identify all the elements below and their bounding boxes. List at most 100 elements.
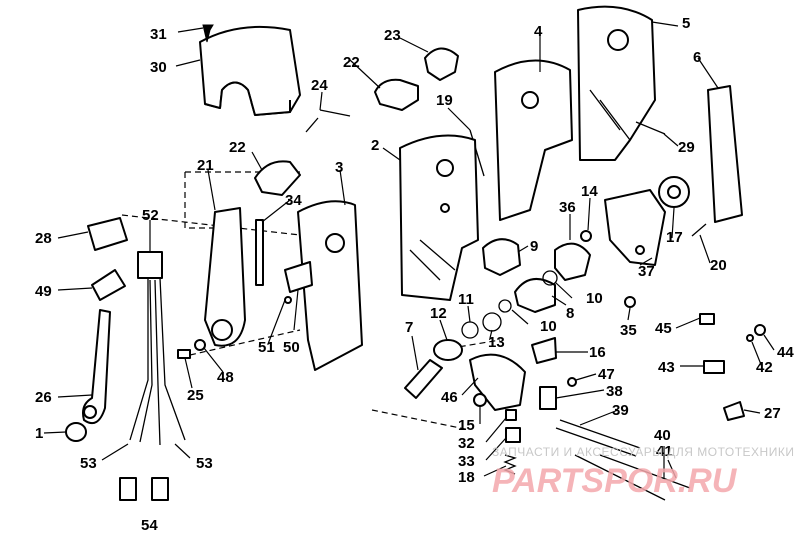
callout-42: 42 bbox=[756, 359, 773, 376]
part-46-plate bbox=[469, 353, 526, 411]
part-1-disc bbox=[65, 422, 87, 442]
callout-52: 52 bbox=[142, 207, 159, 224]
part-31-screw bbox=[202, 24, 214, 43]
callout-44: 44 bbox=[777, 344, 794, 361]
part-21-control-handle bbox=[204, 207, 246, 347]
part-44-nut bbox=[754, 324, 766, 336]
callout-3: 3 bbox=[335, 159, 343, 176]
callout-7: 7 bbox=[405, 319, 413, 336]
part-19-screw bbox=[469, 129, 485, 177]
part-18-spring bbox=[503, 454, 517, 475]
callout-17: 17 bbox=[666, 229, 683, 246]
part-2-housing bbox=[399, 134, 479, 301]
part-10-rings bbox=[498, 270, 558, 313]
callout-21: 21 bbox=[197, 157, 214, 174]
part-39-cable bbox=[555, 419, 641, 457]
part-45-plug bbox=[699, 313, 715, 325]
part-24-screws bbox=[305, 109, 351, 133]
callout-22b: 22 bbox=[229, 139, 246, 156]
callout-51: 51 bbox=[258, 339, 275, 356]
callout-19: 19 bbox=[436, 92, 453, 109]
callout-9: 9 bbox=[530, 238, 538, 255]
part-48-washer bbox=[194, 339, 206, 351]
callout-36: 36 bbox=[559, 199, 576, 216]
part-7-shaft bbox=[404, 359, 443, 399]
callout-15: 15 bbox=[458, 417, 475, 434]
part-22-cap-lower bbox=[254, 160, 301, 196]
part-38-switch bbox=[539, 386, 557, 410]
callout-35: 35 bbox=[620, 322, 637, 339]
callout-8: 8 bbox=[566, 305, 574, 322]
callout-46: 46 bbox=[441, 389, 458, 406]
part-49-clip bbox=[91, 269, 126, 301]
callout-23: 23 bbox=[384, 27, 401, 44]
assembly-guide-left-2 bbox=[121, 214, 301, 356]
callout-2: 2 bbox=[371, 137, 379, 154]
leader-lines bbox=[43, 21, 775, 479]
callout-20: 20 bbox=[710, 257, 727, 274]
callout-50: 50 bbox=[283, 339, 300, 356]
callout-16: 16 bbox=[589, 344, 606, 361]
callout-6: 6 bbox=[693, 49, 701, 66]
callout-10b: 10 bbox=[540, 318, 557, 335]
part-37-link bbox=[604, 189, 666, 266]
part-29-bolt bbox=[635, 121, 666, 135]
part-51-pin bbox=[284, 296, 292, 304]
part-41-cable bbox=[599, 454, 691, 489]
callout-11: 11 bbox=[458, 291, 474, 308]
part-9-cam bbox=[482, 238, 521, 276]
part-26-arm bbox=[82, 309, 111, 424]
part-11-ring bbox=[461, 321, 479, 339]
callout-48: 48 bbox=[217, 369, 234, 386]
callout-41: 41 bbox=[656, 443, 673, 460]
part-40-cable bbox=[574, 454, 666, 501]
callout-22: 22 bbox=[343, 54, 360, 71]
part-36-gear bbox=[554, 242, 591, 281]
part-3-housing bbox=[297, 200, 363, 371]
part-4-housing bbox=[494, 59, 573, 221]
callout-33: 33 bbox=[458, 453, 475, 470]
part-5-housing bbox=[577, 5, 656, 161]
callout-53b: 53 bbox=[196, 455, 213, 472]
part-47-nut bbox=[567, 377, 577, 387]
part-6-plate bbox=[707, 85, 743, 223]
part-17-assembly bbox=[658, 176, 690, 208]
callout-24: 24 bbox=[311, 77, 328, 94]
part-42-washer bbox=[746, 334, 754, 342]
callout-30: 30 bbox=[150, 59, 167, 76]
part-8-cam bbox=[514, 277, 556, 313]
callout-27: 27 bbox=[764, 405, 781, 422]
part-33-bracket bbox=[505, 427, 521, 443]
callout-25: 25 bbox=[187, 387, 204, 404]
callout-5: 5 bbox=[682, 15, 690, 32]
part-27-clip bbox=[723, 401, 745, 421]
callout-38: 38 bbox=[606, 383, 623, 400]
part-50-bracket bbox=[284, 261, 313, 293]
callout-43: 43 bbox=[658, 359, 675, 376]
part-15-washer bbox=[473, 393, 487, 407]
callout-29: 29 bbox=[678, 139, 695, 156]
callout-31: 31 bbox=[150, 26, 167, 43]
part-52-switch bbox=[137, 251, 163, 279]
part-wire-harness bbox=[129, 277, 186, 446]
part-28-button-cover bbox=[87, 217, 128, 251]
part-14-washer bbox=[580, 230, 592, 242]
part-20-screw bbox=[691, 223, 707, 237]
callout-4: 4 bbox=[534, 23, 543, 40]
part-30-cover bbox=[199, 25, 301, 116]
part-16-lever bbox=[531, 337, 557, 364]
callout-13: 13 bbox=[488, 334, 505, 351]
callout-37: 37 bbox=[638, 263, 655, 280]
part-23-clip bbox=[424, 47, 459, 81]
callout-labels: 31 30 24 22 23 19 2 3 4 5 6 29 21 22 34 … bbox=[35, 15, 794, 534]
part-54-connectors bbox=[119, 477, 169, 501]
part-13-ring bbox=[482, 312, 502, 332]
callout-12: 12 bbox=[430, 305, 447, 322]
part-25-bolt bbox=[177, 349, 191, 359]
callout-40: 40 bbox=[654, 427, 671, 444]
callout-49: 49 bbox=[35, 283, 52, 300]
callout-47: 47 bbox=[598, 366, 615, 383]
callout-28: 28 bbox=[35, 230, 52, 247]
